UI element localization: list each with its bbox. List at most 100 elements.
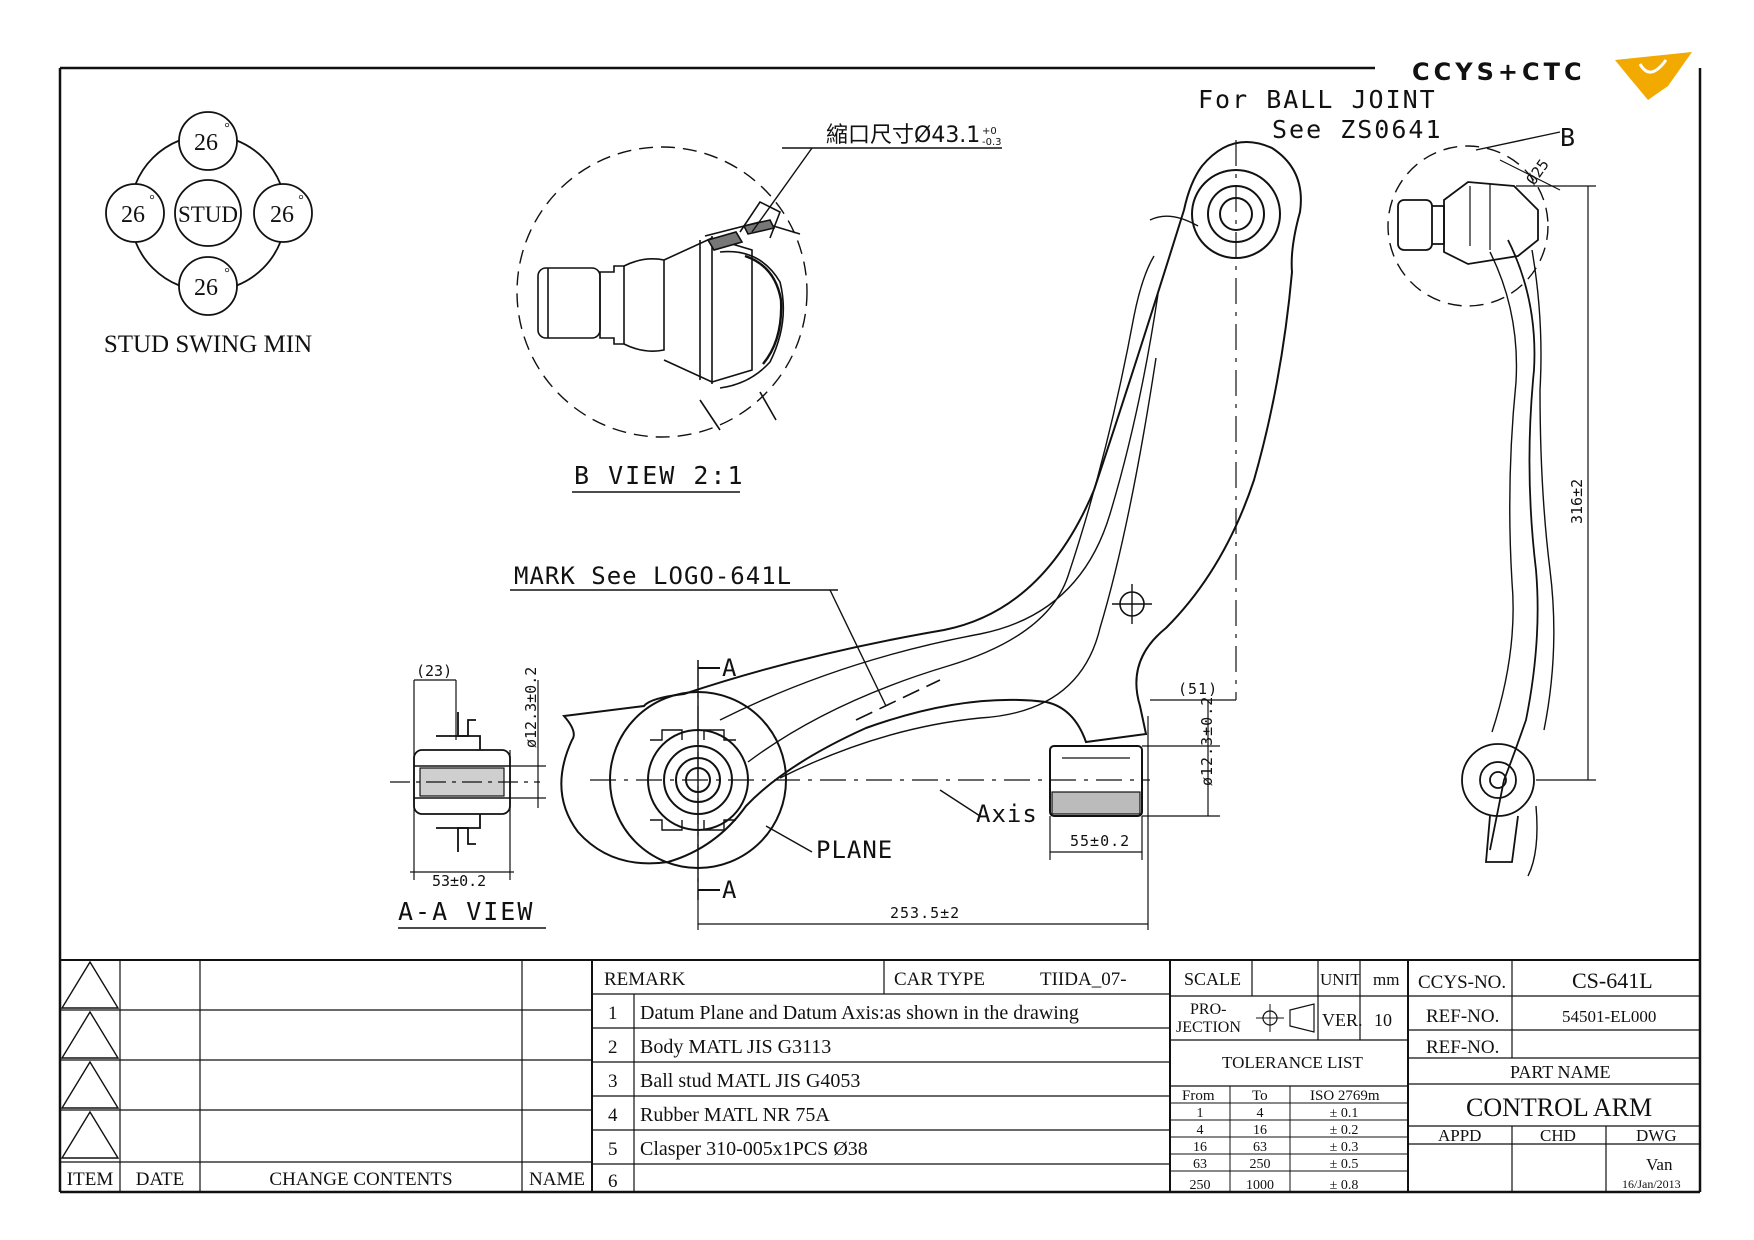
ball-joint-line1: For BALL JOINT bbox=[1198, 85, 1437, 114]
logo-text: CCYS+CTC bbox=[1412, 58, 1586, 86]
side-dia-label: Ø25 bbox=[1523, 156, 1553, 189]
b-view-title: B VIEW 2:1 bbox=[574, 461, 745, 490]
tol-col-to: To bbox=[1252, 1088, 1268, 1104]
side-height-dim: 316±2 bbox=[1568, 479, 1586, 524]
unit-label: UNIT bbox=[1320, 970, 1361, 989]
scale-label: SCALE bbox=[1184, 969, 1241, 989]
remark-row-text: Rubber MATL NR 75A bbox=[640, 1104, 830, 1126]
dwg-label: DWG bbox=[1636, 1126, 1677, 1145]
swing-angle-top: 26 bbox=[194, 130, 218, 156]
tol-row-tol: ± 0.1 bbox=[1330, 1106, 1359, 1121]
ver-label: VER. bbox=[1322, 1010, 1363, 1030]
degree-mark-bottom: ° bbox=[224, 266, 230, 281]
b-view-callout: 縮口尺寸Ø43.1 +0 -0.3 B VIEW 2:1 bbox=[572, 123, 1002, 493]
control-arm-main-view bbox=[510, 140, 1302, 930]
b-view-tol-upper: +0 bbox=[982, 126, 997, 137]
degree-mark-left: ° bbox=[149, 193, 155, 208]
unit-value: mm bbox=[1373, 970, 1399, 989]
revision-table bbox=[60, 959, 593, 1192]
section-a-top-label: A bbox=[722, 654, 737, 682]
remark-title: REMARK bbox=[604, 969, 686, 990]
remark-row-no: 4 bbox=[608, 1105, 618, 1126]
stud-swing-diagram bbox=[105, 111, 313, 316]
stud-swing-title: STUD SWING MIN bbox=[104, 331, 312, 358]
remark-row-text: Clasper 310-005x1PCS Ø38 bbox=[640, 1138, 868, 1160]
tol-row-from: 63 bbox=[1193, 1157, 1207, 1172]
title-block bbox=[1408, 960, 1700, 1192]
projection-line1: PRO- bbox=[1190, 1001, 1226, 1018]
degree-mark-right: ° bbox=[298, 193, 304, 208]
aa-view-title: A-A VIEW bbox=[398, 897, 534, 926]
dim-dia-bush: ø12.3±0.2 bbox=[1198, 696, 1216, 786]
tol-row-to: 4 bbox=[1257, 1106, 1264, 1121]
dim-55: 55±0.2 bbox=[1070, 832, 1130, 850]
axis-label: Axis bbox=[976, 800, 1038, 828]
ball-joint-note: For BALL JOINT See ZS0641 bbox=[1198, 85, 1443, 144]
tol-row-from: 16 bbox=[1193, 1140, 1207, 1155]
rev-header-item: ITEM bbox=[67, 1169, 114, 1190]
b-view-callout-text: 縮口尺寸Ø43.1 bbox=[826, 123, 980, 148]
tol-row-tol: ± 0.3 bbox=[1330, 1140, 1359, 1155]
tol-row-from: 4 bbox=[1197, 1123, 1204, 1138]
remark-row-no: 5 bbox=[608, 1139, 618, 1160]
remark-table bbox=[592, 959, 1171, 1192]
side-b-label: B bbox=[1560, 123, 1575, 152]
aa-section-view bbox=[390, 679, 546, 929]
swing-angle-bottom: 26 bbox=[194, 275, 218, 301]
tol-row-tol: ± 0.2 bbox=[1330, 1123, 1359, 1138]
b-view-tol-lower: -0.3 bbox=[982, 137, 1002, 148]
projection-line2: JECTION bbox=[1176, 1019, 1241, 1036]
tol-row-to: 63 bbox=[1253, 1140, 1267, 1155]
swing-angle-right: 26 bbox=[270, 202, 294, 228]
tol-row-to: 250 bbox=[1250, 1157, 1271, 1172]
tol-row-tol: ± 0.5 bbox=[1330, 1157, 1359, 1172]
dim-51: (51) bbox=[1178, 680, 1218, 698]
remark-row-no: 6 bbox=[608, 1171, 618, 1192]
logo-swoosh-icon bbox=[1615, 52, 1692, 100]
stud-center-label: STUD bbox=[178, 202, 238, 227]
rev-header-contents: CHANGE CONTENTS bbox=[269, 1169, 452, 1190]
ver-value: 10 bbox=[1374, 1010, 1392, 1030]
remark-row-no: 2 bbox=[608, 1037, 618, 1058]
tol-row-to: 16 bbox=[1253, 1123, 1267, 1138]
ball-joint-line2: See ZS0641 bbox=[1272, 115, 1443, 144]
scale-unit-block bbox=[1170, 959, 1700, 1192]
tol-row-to: 1000 bbox=[1246, 1178, 1274, 1193]
remark-row-text: Ball stud MATL JIS G4053 bbox=[640, 1070, 860, 1092]
sheet-frame bbox=[58, 66, 1702, 1194]
plane-label: PLANE bbox=[816, 836, 893, 864]
tol-row-from: 250 bbox=[1190, 1178, 1211, 1193]
tol-col-std: ISO 2769m bbox=[1310, 1088, 1380, 1104]
appd-label: APPD bbox=[1438, 1126, 1481, 1145]
tol-row-tol: ± 0.8 bbox=[1330, 1178, 1359, 1193]
drawn-by: Van bbox=[1646, 1155, 1673, 1174]
side-view bbox=[1387, 131, 1596, 877]
car-type-value: TIIDA_07- bbox=[1040, 969, 1127, 990]
drawing-date: 16/Jan/2013 bbox=[1622, 1177, 1681, 1191]
chd-label: CHD bbox=[1540, 1126, 1576, 1145]
remark-row-text: Datum Plane and Datum Axis:as shown in t… bbox=[640, 1002, 1079, 1024]
part-name-label: PART NAME bbox=[1510, 1062, 1610, 1082]
tol-row-from: 1 bbox=[1197, 1106, 1204, 1121]
aa-dim-dia: ø12.3±0.2 bbox=[522, 667, 540, 748]
tol-col-from: From bbox=[1182, 1088, 1215, 1104]
swing-angle-left: 26 bbox=[121, 202, 145, 228]
degree-mark-top: ° bbox=[224, 121, 230, 136]
car-type-label: CAR TYPE bbox=[894, 969, 985, 990]
rev-header-date: DATE bbox=[136, 1169, 185, 1190]
part-name-value: CONTROL ARM bbox=[1466, 1093, 1652, 1122]
dim-253: 253.5±2 bbox=[890, 904, 960, 922]
ref-no-label: REF-NO. bbox=[1426, 1006, 1499, 1027]
ccys-no-value: CS-641L bbox=[1572, 968, 1653, 993]
mark-note: MARK See LOGO-641L bbox=[514, 562, 792, 590]
company-logo: CCYS+CTC bbox=[1412, 52, 1692, 100]
rev-header-name: NAME bbox=[529, 1169, 585, 1190]
ccys-no-label: CCYS-NO. bbox=[1418, 972, 1506, 993]
remark-row-text: Body MATL JIS G3113 bbox=[640, 1036, 831, 1058]
ref-no-value: 54501-EL000 bbox=[1562, 1007, 1656, 1026]
b-view-detail bbox=[516, 146, 808, 438]
ref-no2-label: REF-NO. bbox=[1426, 1037, 1499, 1058]
section-a-bottom-label: A bbox=[722, 876, 737, 904]
remark-row-no: 1 bbox=[608, 1003, 618, 1024]
